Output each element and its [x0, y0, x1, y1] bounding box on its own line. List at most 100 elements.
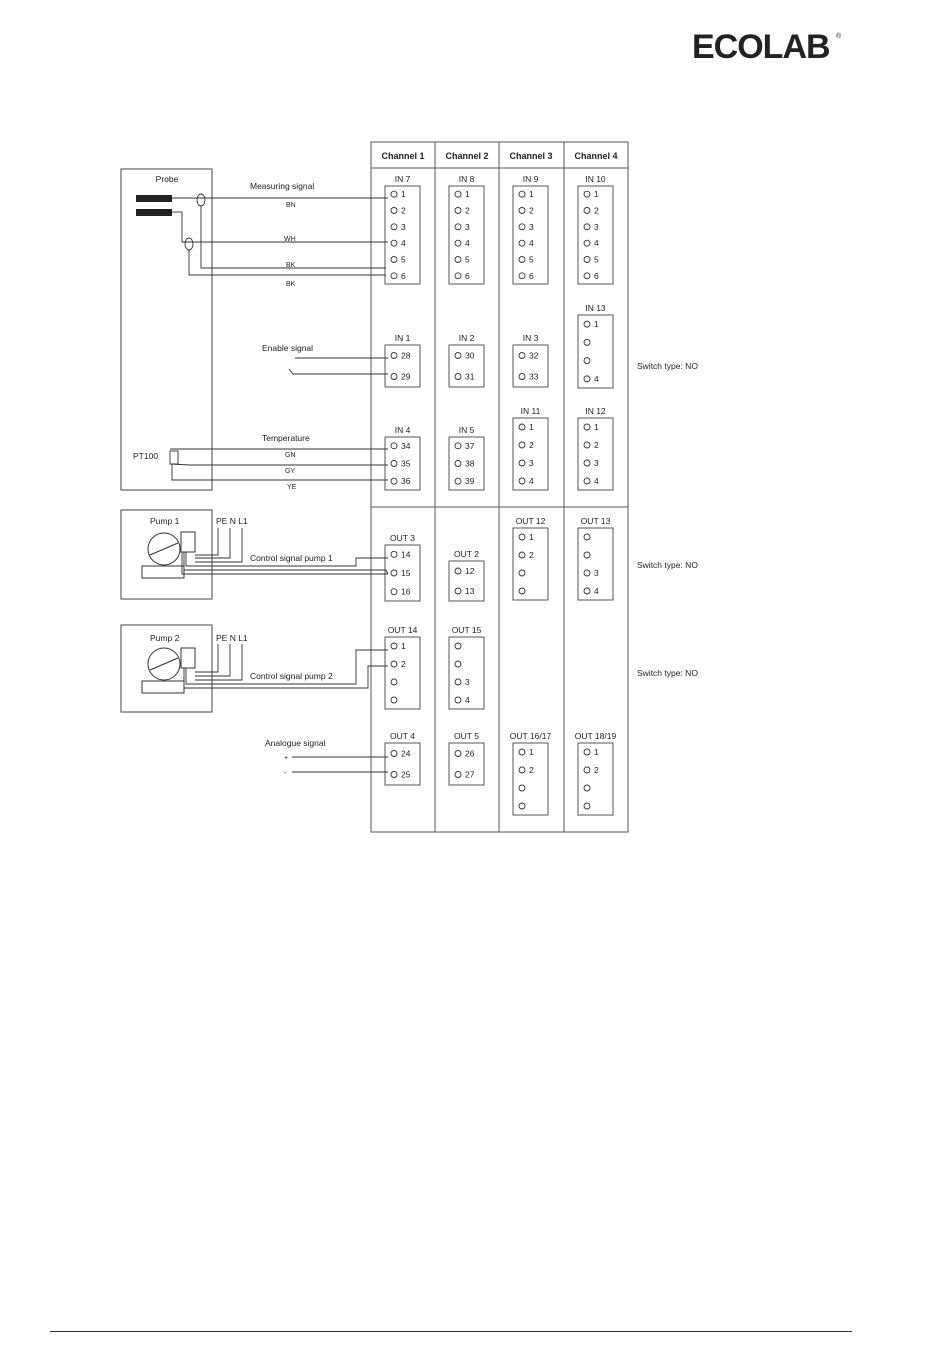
terminal-pin-number: 27 [465, 770, 475, 780]
terminal-pin-number: 4 [594, 238, 599, 248]
channel-header-1: Channel 1 [381, 151, 424, 161]
terminal-pin-number: 35 [401, 459, 411, 469]
terminal-pin [390, 442, 398, 450]
terminal-pin [390, 678, 398, 686]
terminal-pin-number: 4 [529, 238, 534, 248]
terminal-pin-number: 6 [465, 271, 470, 281]
terminal-pin [518, 272, 526, 280]
terminal-pin [454, 373, 462, 380]
terminal-pin [454, 442, 462, 450]
terminal-pin [454, 460, 462, 467]
terminal-pin-number: 2 [529, 550, 534, 560]
terminal-pin [390, 588, 398, 596]
terminal-label: IN 4 [395, 425, 411, 435]
terminal-pin [390, 239, 398, 247]
terminal-pin-number: 26 [465, 749, 475, 759]
terminal-pin-number: 3 [594, 222, 599, 232]
terminal-pin [518, 239, 526, 247]
terminal-pin [518, 423, 526, 431]
terminal-pin [454, 272, 462, 280]
switch-type-label-1: Switch type: NO [637, 361, 698, 371]
terminal-pin [454, 771, 462, 778]
svg-text:ECOLAB: ECOLAB [692, 28, 830, 64]
terminal-pin-number: 3 [594, 568, 599, 578]
wire-ye-label: YE [287, 484, 297, 491]
analogue-minus-label: - [284, 770, 287, 777]
terminal-label: OUT 12 [516, 516, 546, 526]
terminal-pin [454, 587, 462, 595]
terminal-pin-number: 1 [465, 189, 470, 199]
terminal-pin-number: 34 [401, 441, 411, 451]
terminal-pin [518, 256, 526, 263]
terminal-pin [454, 477, 462, 485]
terminal-label: OUT 16/17 [510, 731, 552, 741]
terminal-pin [454, 207, 462, 214]
analogue-signal-label: Analogue signal [265, 738, 326, 748]
terminal-pin [518, 551, 526, 559]
terminal-pin [390, 642, 398, 650]
terminal-pin [583, 441, 591, 449]
terminal-pin-number: 1 [529, 747, 534, 757]
terminal-pin [390, 569, 398, 577]
terminal-pin [583, 357, 591, 365]
terminal-pin [390, 660, 398, 668]
terminal-block: OUT 12 1 2 [512, 516, 549, 601]
terminal-pin-number: 3 [529, 222, 534, 232]
terminal-pin-number: 2 [401, 206, 406, 216]
terminal-pin-number: 1 [529, 532, 534, 542]
terminal-pin-number: 1 [529, 189, 534, 199]
terminal-pin [390, 190, 398, 198]
terminal-pin [390, 352, 398, 359]
footer-rule [50, 1331, 852, 1332]
wire-wh-label: WH [284, 236, 296, 243]
terminal-pin-number: 1 [401, 189, 406, 199]
terminal-label: IN 7 [395, 174, 411, 184]
terminal-pin [583, 256, 591, 263]
terminal-pin [518, 441, 526, 449]
terminal-pin [518, 190, 526, 198]
terminal-label: IN 10 [585, 174, 606, 184]
terminal-pin-number: 2 [529, 440, 534, 450]
terminal-pin [583, 766, 591, 774]
wire-bk2-label: BK [286, 281, 296, 288]
terminal-pin [390, 223, 398, 231]
pump1-motor-icon [147, 532, 181, 566]
terminal-pin [583, 748, 591, 756]
temperature-label: Temperature [262, 433, 310, 443]
terminal-pin-number: 4 [594, 476, 599, 486]
terminal-pin [518, 748, 526, 756]
terminal-pin-number: 4 [465, 238, 470, 248]
terminal-pin-number: 4 [465, 695, 470, 705]
terminal-pin [583, 423, 591, 431]
terminal-pin-number: 1 [594, 747, 599, 757]
terminal-pin [454, 256, 462, 263]
terminal-pin [518, 352, 526, 359]
terminal-pin [583, 569, 591, 577]
terminal-pin [390, 750, 398, 757]
wire-bn-label: BN [286, 202, 296, 209]
terminal-pin [454, 239, 462, 247]
terminal-pin-number: 28 [401, 351, 411, 361]
terminal-pin-number: 5 [594, 255, 599, 265]
terminal-pin-number: 2 [594, 765, 599, 775]
terminal-pin [454, 660, 462, 668]
pump2-power-label: PE N L1 [216, 633, 248, 643]
pt100-sensor [169, 450, 179, 465]
pump1-terminal-box [180, 531, 196, 553]
probe-label: Probe [156, 174, 179, 184]
terminal-pin-number: 3 [401, 222, 406, 232]
terminal-label: OUT 4 [390, 731, 415, 741]
terminal-pin-number: 31 [465, 372, 475, 382]
switch-type-label-3: Switch type: NO [637, 668, 698, 678]
terminal-pin-number: 29 [401, 372, 411, 382]
pt100-label: PT100 [133, 451, 158, 461]
terminal-pin [518, 459, 526, 467]
switch-type-label-2: Switch type: NO [637, 560, 698, 570]
